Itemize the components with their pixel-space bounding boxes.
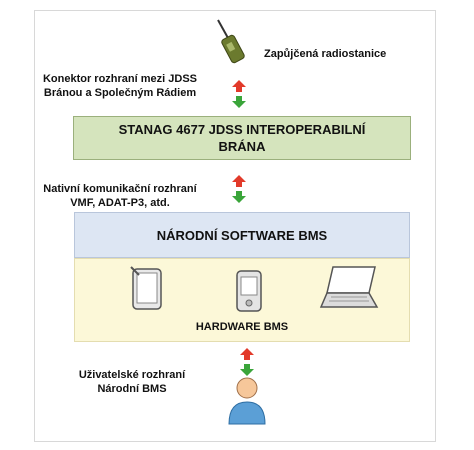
- user-interface-line2: Národní BMS: [97, 383, 167, 395]
- user-interface-line1: Uživatelské rozhraní: [78, 369, 186, 381]
- hardware-label: HARDWARE BMS: [195, 321, 289, 333]
- laptop-icon: [319, 266, 379, 308]
- native-interface-label: Nativní komunikační rozhraní VMF, ADAT-P…: [40, 182, 200, 210]
- hardware-box: HARDWARE BMS: [74, 258, 410, 342]
- gateway-title-line2: BRÁNA: [218, 139, 266, 154]
- user-interface-label: Uživatelské rozhraní Národní BMS: [62, 368, 202, 396]
- handheld-icon: [236, 270, 262, 312]
- connector-label: Konektor rozhraní mezi JDSS Bránou a Spo…: [40, 72, 200, 100]
- software-label: NÁRODNÍ SOFTWARE BMS: [156, 227, 328, 243]
- native-interface-line1: Nativní komunikační rozhraní: [43, 183, 197, 195]
- radio-label: Zapůjčená radiostanice: [264, 48, 387, 60]
- gateway-title-line1: STANAG 4677 JDSS INTEROPERABILNÍ: [118, 122, 366, 137]
- software-box: NÁRODNÍ SOFTWARE BMS: [74, 212, 410, 258]
- bidirectional-arrow-icon: [232, 175, 246, 203]
- native-interface-line2: VMF, ADAT-P3, atd.: [70, 197, 170, 209]
- bidirectional-arrow-icon: [232, 80, 246, 108]
- diagram-frame: [34, 10, 436, 442]
- bidirectional-arrow-icon: [240, 348, 254, 376]
- radio-icon: [217, 19, 245, 64]
- user-icon: [228, 377, 266, 425]
- connector-label-line2: Bránou a Společným Rádiem: [43, 87, 197, 99]
- gateway-box: STANAG 4677 JDSS INTEROPERABILNÍ BRÁNA: [73, 116, 411, 160]
- tablet-icon: [130, 266, 162, 310]
- connector-label-line1: Konektor rozhraní mezi JDSS: [42, 73, 198, 85]
